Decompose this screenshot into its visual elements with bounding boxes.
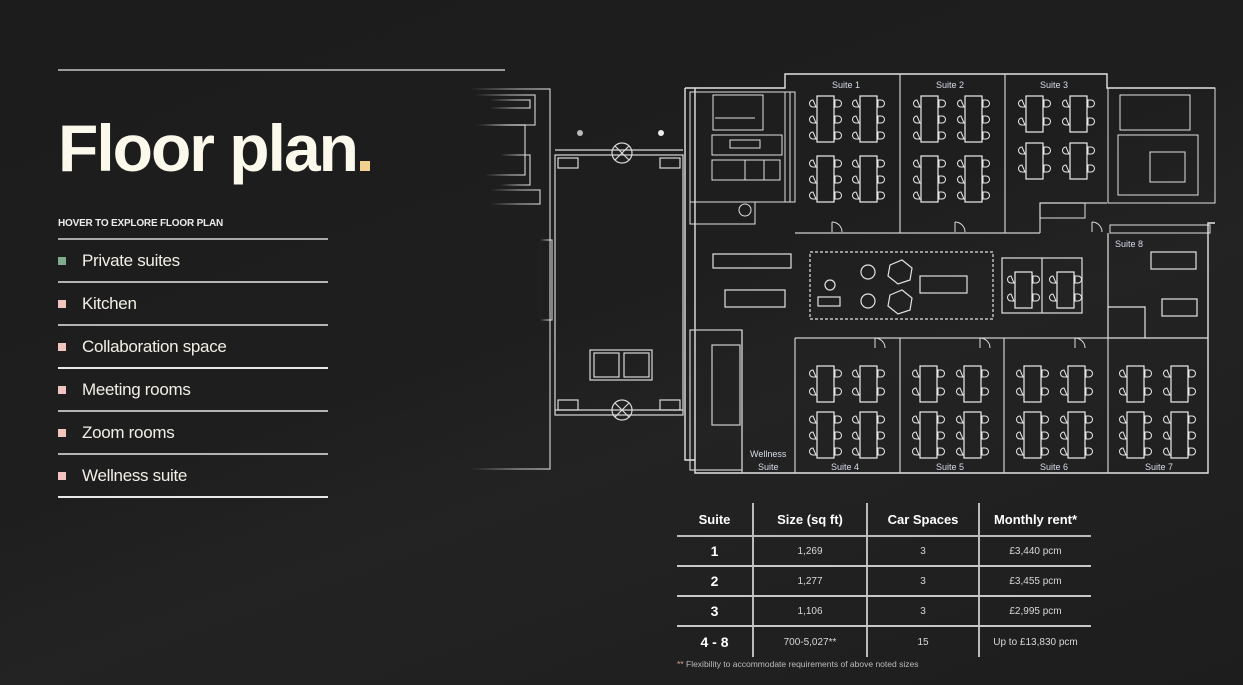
legend-item-wellness-suite[interactable]: Wellness suite [58,455,328,498]
cell-rent: £3,455 pcm [978,566,1091,597]
cell-size: 700-5,027** [752,626,867,657]
top-divider [58,69,505,71]
legend-item-kitchen[interactable]: Kitchen [58,283,328,326]
suite-2-label[interactable]: Suite 2 [936,80,964,90]
wellness-suite-label-1[interactable]: Wellness [750,449,787,459]
top-suites-walls [795,74,1107,234]
title-accent-dot [359,161,370,171]
table-header-row: Suite Size (sq ft) Car Spaces Monthly re… [677,503,1091,537]
legend-item-meeting-rooms[interactable]: Meeting rooms [58,369,328,412]
legend-swatch-icon [58,256,66,265]
col-size: Size (sq ft) [752,503,867,537]
suite-5-label[interactable]: Suite 5 [936,462,964,472]
col-monthly-rent: Monthly rent* [978,503,1091,537]
annex-building [470,88,553,470]
legend-swatch-icon [58,342,66,351]
suite-8-label[interactable]: Suite 8 [1115,239,1143,249]
bottom-suites-walls [689,329,1109,473]
suite-4-label[interactable]: Suite 4 [831,462,859,472]
cell-suite: 2 [677,566,753,597]
cell-car-spaces: 3 [866,596,979,627]
floor-plan[interactable]: Suite 1 Suite 2 Suite 3 [470,70,1243,480]
legend-label: Kitchen [82,293,137,313]
suite-7-label[interactable]: Suite 7 [1145,462,1173,472]
cell-rent: Up to £13,830 pcm [978,626,1091,657]
meeting-room-desks [1008,272,1082,308]
legend-swatch-icon [58,471,66,480]
atrium [554,142,684,421]
suite-3-desks [1019,96,1095,179]
col-suite: Suite [677,503,753,537]
suite-5-desks [913,366,989,458]
cell-size: 1,277 [752,566,867,597]
table-row: 3 1,106 3 £2,995 pcm [677,596,1091,627]
cell-suite: 4 - 8 [700,634,729,650]
cell-car-spaces: 15 [866,626,979,657]
legend-label: Wellness suite [82,465,188,485]
hover-hint: HOVER TO EXPLORE FLOOR PLAN [58,218,223,229]
legend-label: Meeting rooms [82,379,191,399]
cell-size: 1,269 [752,536,867,567]
legend-item-zoom-rooms[interactable]: Zoom rooms [58,412,328,455]
building-outline [684,73,1215,474]
cell-size: 1,106 [752,596,867,627]
footnote-marker: ** [677,659,684,669]
legend-item-private-suites[interactable]: Private suites [58,240,328,283]
cell-suite: 3 [677,596,753,627]
legend-label: Zoom rooms [82,422,175,442]
table-row: 2 1,277 3 £3,455 pcm [677,566,1091,597]
legend-item-collaboration-space[interactable]: Collaboration space [58,326,328,369]
cell-rent: £3,440 pcm [978,536,1091,567]
cell-suite: 1 [677,536,753,567]
legend-swatch-icon [58,428,66,437]
cell-car-spaces: 3 [866,536,979,567]
suite-3-label[interactable]: Suite 3 [1040,80,1068,90]
suite-6-label[interactable]: Suite 6 [1040,462,1068,472]
footnote-text: Flexibility to accommodate requirements … [686,659,919,669]
legend-label: Collaboration space [82,336,227,356]
suite-6-desks [1017,366,1093,458]
suite-1-label[interactable]: Suite 1 [832,80,860,90]
core-right [1039,87,1216,234]
cell-car-spaces: 3 [866,566,979,597]
table-footnote: ** Flexibility to accommodate requiremen… [677,659,918,669]
floorplan-legend: Private suites Kitchen Collaboration spa… [58,238,328,498]
table-row: 1 1,269 3 £3,440 pcm [677,536,1091,567]
collaboration-space [712,251,1083,320]
suite-7-desks [1120,366,1196,458]
page-title: Floor plan [58,108,370,188]
cell-rent: £2,995 pcm [978,596,1091,627]
col-car-spaces: Car Spaces [866,503,979,537]
suite-1-desks [810,96,885,202]
table-row: 4 - 8 700-5,027** 15 Up to £13,830 pcm [677,626,1091,657]
suite-2-desks [914,96,990,202]
legend-label: Private suites [82,250,180,270]
suite-4-desks [810,366,885,458]
wellness-suite-label-2: Suite [758,462,779,472]
core-left [689,91,796,225]
legend-swatch-icon [58,299,66,308]
legend-swatch-icon [58,385,66,394]
suites-table: Suite Size (sq ft) Car Spaces Monthly re… [677,503,1091,657]
